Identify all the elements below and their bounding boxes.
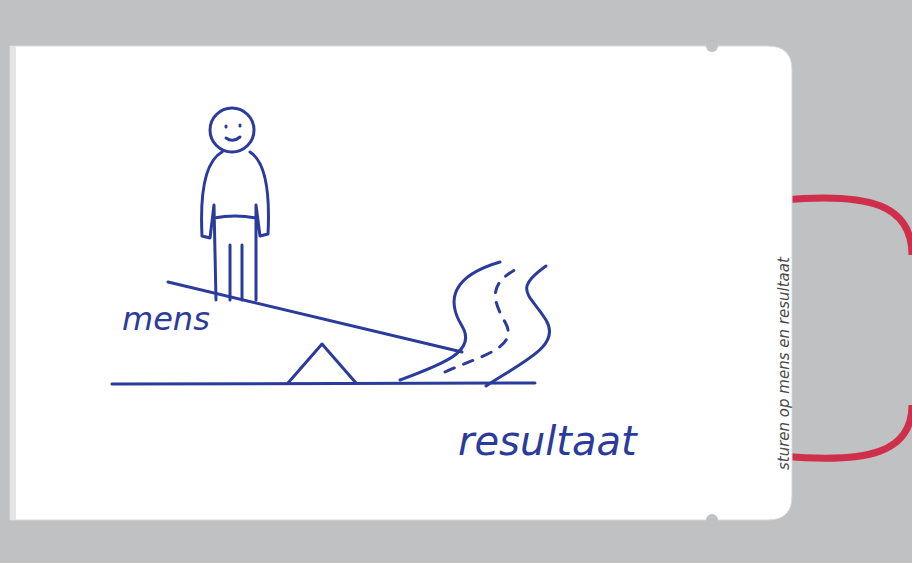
road-edge <box>400 262 500 380</box>
road-centre-line <box>445 266 522 372</box>
elastic-band <box>782 405 912 458</box>
ground-line <box>112 383 535 384</box>
side-note: sturen op mens en resultaat <box>775 257 793 470</box>
page-binding <box>10 46 16 520</box>
notebook-page <box>10 46 792 520</box>
seesaw-fulcrum <box>288 344 356 383</box>
sketch-label: resultaat <box>458 418 637 464</box>
seesaw-plank <box>168 282 462 352</box>
elastic-band <box>782 198 912 255</box>
page-notch <box>706 40 718 52</box>
road-edge <box>486 266 550 386</box>
page-notch <box>706 514 718 526</box>
figure-body <box>202 152 269 300</box>
sketch-label: mens <box>122 300 210 338</box>
figure-face <box>226 125 240 140</box>
figure-head <box>210 108 254 152</box>
